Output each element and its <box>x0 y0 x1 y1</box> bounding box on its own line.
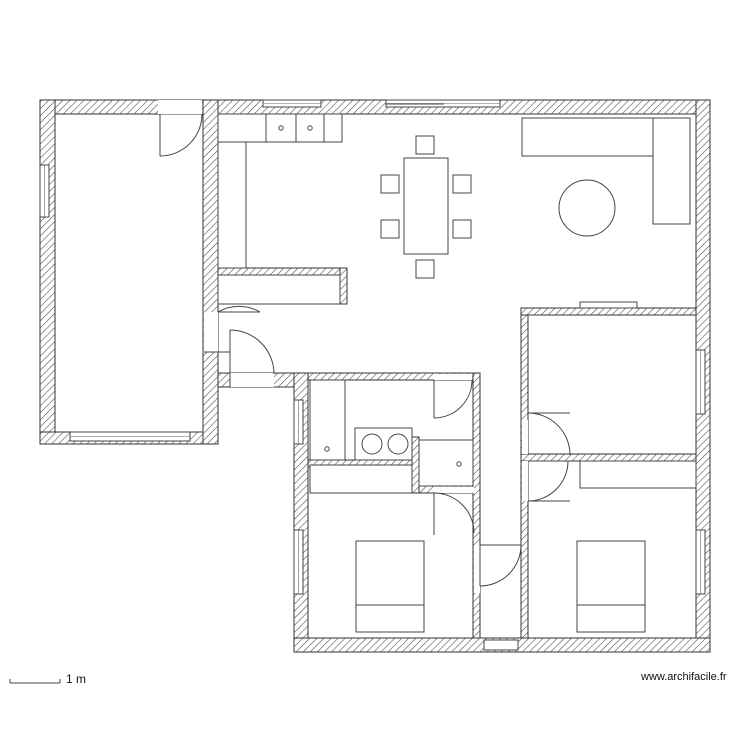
door-bedroom-right <box>527 460 570 502</box>
bathroom <box>309 379 474 494</box>
window-bedroom-left-lower <box>293 529 304 595</box>
window-bottom-corridor <box>483 639 519 651</box>
kitchen-island <box>217 274 341 305</box>
chair <box>380 219 400 239</box>
door-left-room <box>159 113 203 157</box>
door-bathroom <box>433 379 473 419</box>
bedroom-left <box>355 540 425 633</box>
dining <box>380 135 472 279</box>
scale-label: 1 m <box>66 672 87 686</box>
windows <box>39 99 706 651</box>
shower <box>309 379 346 461</box>
chair <box>452 219 472 239</box>
chair <box>415 259 435 279</box>
window-top-living <box>385 99 501 108</box>
window-right-upper <box>695 349 706 415</box>
kitchen-counter-top <box>217 113 343 143</box>
living-room <box>521 117 691 237</box>
wall-openings <box>158 100 528 593</box>
sofa <box>521 117 654 157</box>
bedroom-right <box>576 460 697 633</box>
window-top-kitchen <box>262 99 322 108</box>
watermark-link[interactable]: www.archifacile.fr <box>641 671 727 683</box>
door-wc <box>479 544 522 587</box>
dining-table <box>403 157 449 255</box>
door-entry <box>204 305 275 387</box>
door-room-right <box>527 412 571 456</box>
kitchen <box>217 113 343 305</box>
sofa-corner <box>652 117 691 225</box>
sink-drain-icon <box>307 125 313 131</box>
window-left-bottom <box>69 431 191 442</box>
scale-bar <box>9 679 61 684</box>
window-left <box>39 164 50 218</box>
chair <box>415 135 435 155</box>
window-room-top <box>579 301 638 309</box>
bed <box>576 540 646 633</box>
kitchen-counter-side <box>217 141 247 269</box>
storage-unit <box>309 464 413 494</box>
chair <box>452 174 472 194</box>
washer <box>418 439 474 487</box>
bed <box>355 540 425 633</box>
sink-drain-icon <box>278 125 284 131</box>
doors <box>159 113 571 587</box>
double-sink <box>354 427 413 461</box>
window-right-lower <box>695 529 706 595</box>
door-bedroom-left <box>433 492 475 535</box>
round-table <box>558 179 616 237</box>
window-bedroom-left-upper <box>293 399 304 445</box>
wardrobe <box>579 460 697 489</box>
chair <box>380 174 400 194</box>
